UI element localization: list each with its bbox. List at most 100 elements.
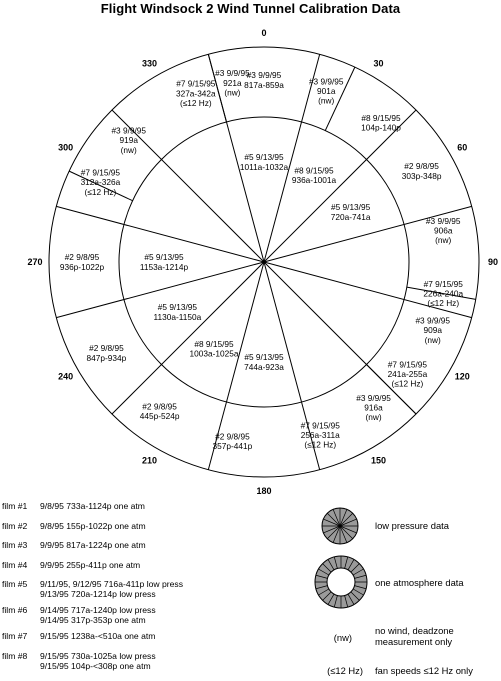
sector-label-line: 312a-326a — [81, 177, 121, 187]
film-label: film #3 — [2, 540, 28, 550]
sector-label-line: 921a — [223, 78, 242, 88]
sector-label-line: #5 9/13/95 — [144, 252, 184, 262]
film-detail: 9/9/95 255p-411p one atm — [40, 560, 140, 570]
angle-label: 0 — [261, 28, 266, 38]
sector-label-line: 256a-311a — [301, 430, 340, 440]
sector-label-line: #3 9/9/95 — [309, 76, 344, 86]
sector-label-line: #3 9/9/95 — [247, 70, 282, 80]
sector-label-line: 720a-741a — [331, 212, 371, 222]
sector-label-line: #3 9/9/95 — [426, 216, 461, 226]
sector-label-line: #2 9/8/95 — [65, 252, 100, 262]
sector-label-line: 936p-1022p — [60, 262, 105, 272]
outer-ring — [48, 46, 480, 478]
spokes — [56, 54, 476, 470]
sector-label-line: 303p-348p — [402, 171, 442, 181]
angle-label: 240 — [58, 372, 73, 382]
outer-divider-line — [68, 170, 133, 202]
sector-label-line: (nw) — [121, 145, 137, 155]
sector-label-line: #7 9/15/95 — [301, 420, 341, 430]
outer-divider-line — [324, 66, 356, 131]
film-label: film #2 — [2, 520, 28, 531]
sector-label-line: 1130a-1150a — [154, 312, 202, 322]
low-pressure-label: low pressure data — [375, 520, 449, 531]
spoke-line — [111, 261, 265, 415]
sector-label-line: (nw) — [318, 96, 334, 106]
sector-label-line: #5 9/13/95 — [158, 302, 198, 312]
angle-label: 90 — [488, 257, 498, 267]
sector-label-line: 327a-342a — [176, 88, 216, 98]
sector-label-line: 241a-255a — [388, 369, 428, 379]
spoke-line — [56, 205, 265, 263]
spoke-line — [263, 261, 321, 470]
sector-label-line: (≤12 Hz) — [180, 98, 212, 108]
sector-label-line: 919a — [120, 135, 139, 145]
film-label: film #6 — [2, 605, 28, 615]
sector-label-line: (≤12 Hz) — [427, 298, 459, 308]
film-detail: 9/9/95 817a-1224p one atm — [40, 540, 146, 550]
sector-label-line: #2 9/8/95 — [142, 401, 177, 411]
sector-label-line: #2 9/8/95 — [215, 431, 250, 441]
sector-label-line: #8 9/15/95 — [294, 166, 334, 176]
sector-label-line: #2 9/8/95 — [89, 343, 124, 353]
film-label: film #5 — [2, 579, 28, 589]
sector-label-line: #3 9/9/95 — [111, 126, 146, 136]
sector-label-line: 847p-934p — [87, 353, 127, 363]
nw-description-line-1: no wind, deadzone — [375, 625, 454, 636]
film-label: film #1 — [2, 501, 28, 511]
angle-label: 180 — [256, 486, 271, 496]
angle-label: 60 — [457, 143, 467, 153]
film-detail: 9/15/95 1238a-<510a one atm — [40, 631, 155, 641]
film-label: film #8 — [2, 650, 28, 661]
sector-label-line: #3 9/9/95 — [415, 316, 450, 326]
sector-label-line: #5 9/13/95 — [244, 352, 284, 362]
spoke-line — [263, 205, 472, 263]
sector-label-line: (≤12 Hz) — [304, 440, 336, 450]
film-detail-line: 9/11/95, 9/12/95 716a-411p low press — [40, 579, 184, 589]
spoke-line — [263, 261, 472, 319]
sector-label-line: #3 9/9/95 — [356, 393, 391, 403]
sector-label-line: #8 9/15/95 — [194, 339, 234, 349]
one-atmosphere-ring-icon — [314, 555, 368, 609]
angle-label: 300 — [58, 143, 73, 153]
sector-label-line: #7 9/15/95 — [388, 359, 428, 369]
sector-label-line: (nw) — [435, 235, 451, 245]
page-title: Flight Windsock 2 Wind Tunnel Calibratio… — [100, 1, 401, 16]
film-detail-line: 9/9/95 255p-411p one atm — [40, 559, 141, 570]
nw-description: no wind, deadzone measurement only — [375, 625, 454, 647]
spoke-line — [263, 109, 417, 263]
film-detail-line: 9/15/95 104p-<308p one atm — [40, 660, 151, 671]
angle-label: 150 — [371, 455, 386, 465]
sector-label-line: #7 9/15/95 — [424, 279, 464, 289]
sector-label-line: (≤12 Hz) — [392, 379, 424, 389]
film-detail-line: 9/8/95 155p-1022p one atm — [40, 520, 146, 531]
sector-label-line: #8 9/15/95 — [361, 113, 401, 123]
film-detail-line: 9/15/95 1238a-<510a one atm — [40, 631, 156, 641]
film-detail-line: 9/14/95 717a-1240p low press — [40, 605, 156, 615]
sector-label-line: #3 9/9/95 — [215, 68, 250, 78]
sector-label-line: 916a — [364, 402, 383, 412]
sector-label-line: 445p-524p — [140, 411, 180, 421]
sector-label-line: 1153a-1214p — [140, 262, 189, 272]
sector-label-line: #5 9/13/95 — [331, 202, 371, 212]
sector-label-line: #2 9/8/95 — [404, 161, 439, 171]
